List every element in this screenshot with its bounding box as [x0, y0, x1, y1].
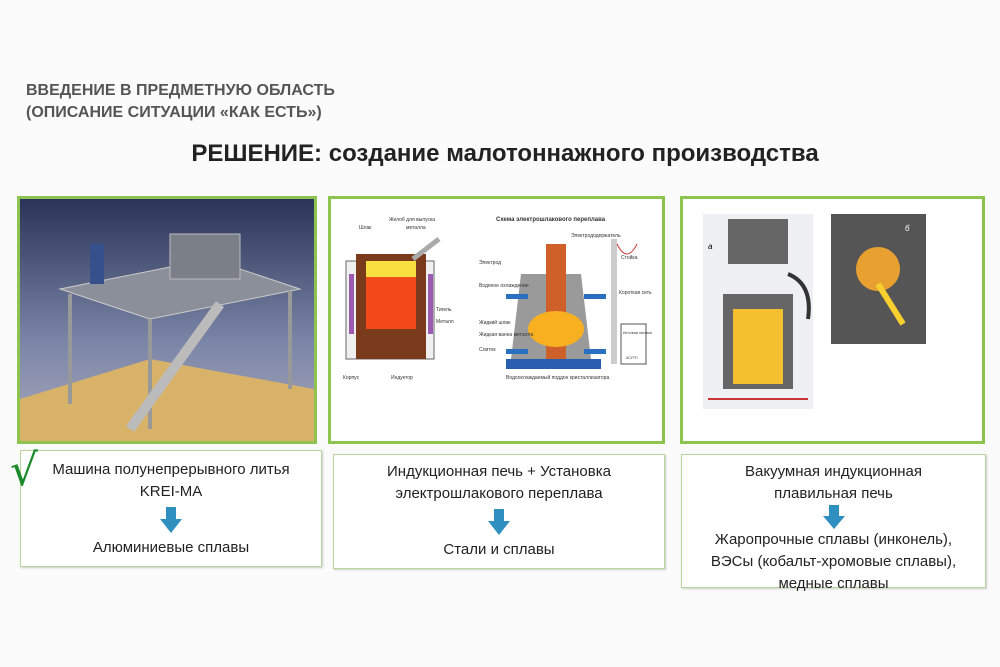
label-metal: Металл: [436, 319, 454, 325]
label-liquid-slag: Жидкий шлак: [479, 319, 511, 326]
label-body: Корпус: [343, 375, 360, 381]
label-inductor: Индуктор: [391, 375, 413, 381]
label-metal-bath: Жидкая ванна металла: [479, 332, 533, 338]
down-arrow-icon: [488, 509, 510, 535]
label-b: б: [905, 224, 910, 233]
label-crucible: Тигель: [436, 307, 452, 313]
down-arrow-icon: [160, 507, 182, 533]
furnace-diagram-image: Шлак Желоб для выпуска металла Тигель Ме…: [328, 196, 665, 444]
card-2-result: Стали и сплавы: [443, 541, 555, 558]
intro-heading: ВВЕДЕНИЕ В ПРЕДМЕТНУЮ ОБЛАСТЬ (ОПИСАНИЕ …: [26, 80, 335, 124]
card-1-result: Алюминиевые сплавы: [92, 539, 250, 556]
label-electrode: Электрод: [479, 260, 501, 266]
vacuum-furnace-image: а б: [680, 196, 985, 444]
label-rack: Стойка: [621, 254, 638, 261]
intro-line-2: (ОПИСАНИЕ СИТУАЦИИ «КАК ЕСТЬ»): [26, 104, 322, 121]
label-holder: Электрододержатель: [571, 233, 621, 239]
card-2-line-1: Индукционная печь + Установка: [387, 463, 611, 480]
card-2-line-2: электрошлакового переплава: [395, 485, 603, 502]
label-cooling: Водяное охлаждение: [479, 283, 529, 289]
label-a: а: [708, 242, 713, 251]
card-3-result-3: медные сплавы: [778, 575, 889, 592]
label-power: Источник питания: [623, 331, 652, 335]
card-vacuum-induction: Вакуумная индукционная плавильная печь Ж…: [681, 454, 986, 592]
label-chute-2: металла: [406, 225, 426, 231]
label-slag: Шлак: [359, 225, 372, 231]
label-chute: Желоб для выпуска: [389, 217, 435, 223]
label-ingot: Слиток: [479, 347, 496, 353]
label-esr-title: Схема электрошлакового переплава: [496, 217, 606, 223]
card-3-line-2: плавильная печь: [774, 485, 893, 502]
intro-line-1: ВВЕДЕНИЕ В ПРЕДМЕТНУЮ ОБЛАСТЬ: [26, 82, 335, 99]
checkmark-icon: √: [10, 445, 39, 496]
card-induction-esr: Индукционная печь + Установка электрошла…: [333, 454, 665, 569]
label-acs: АСУТП: [626, 356, 638, 360]
label-tray: Водоохлаждаемый поддон кристаллизатора: [506, 374, 609, 381]
card-3-line-1: Вакуумная индукционная: [745, 463, 922, 480]
label-short-net: Короткая сеть: [619, 290, 652, 296]
down-arrow-icon: [822, 505, 845, 529]
card-3-result-1: Жаропрочные сплавы (инконель),: [714, 531, 953, 548]
card-1-line-1: Машина полунепрерывного литья: [52, 461, 290, 478]
card-3-result-2: ВЭСы (кобальт-хромовые сплавы),: [710, 553, 957, 570]
card-casting-machine: Машина полунепрерывного литья KREI-MA Ал…: [20, 450, 322, 567]
slide-title: РЕШЕНИЕ: создание малотоннажного произво…: [191, 140, 819, 167]
casting-machine-image: [17, 196, 317, 444]
card-1-line-2: KREI-MA: [139, 483, 203, 500]
